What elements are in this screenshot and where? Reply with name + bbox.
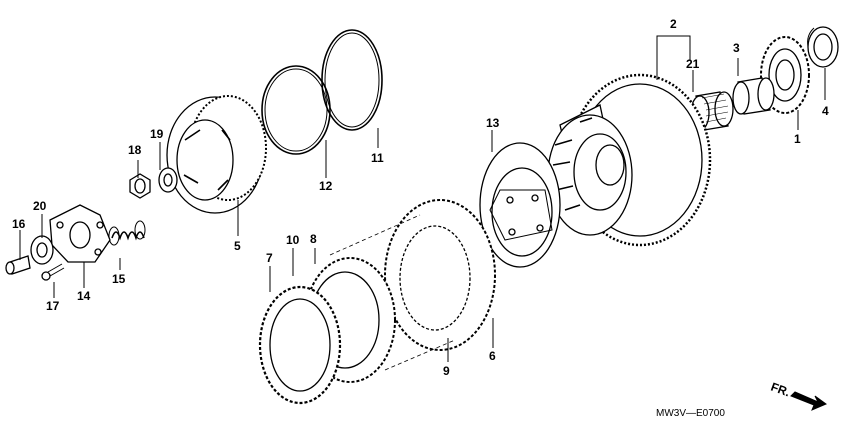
part-19-washer: [158, 167, 178, 193]
part-13-clutch-center: [479, 142, 561, 268]
front-direction-indicator: FR.: [769, 380, 828, 411]
callout-11: 11: [371, 151, 384, 165]
part-14-lifter-plate: [49, 204, 111, 263]
part-17-screw: [41, 263, 65, 281]
front-arrow-icon: [790, 391, 828, 411]
part-5-pressure-plate: [166, 95, 267, 214]
part-11-ring: [321, 29, 383, 131]
callout-14: 14: [77, 289, 91, 303]
part-4-collar: [807, 26, 839, 68]
callout-20: 20: [33, 199, 47, 213]
part-20-bearing: [30, 235, 54, 265]
callout-13: 13: [486, 116, 500, 130]
callout-15: 15: [112, 272, 126, 286]
callout-18: 18: [128, 143, 142, 157]
callout-17: 17: [46, 299, 60, 313]
callout-12: 12: [319, 179, 333, 193]
plate-stack: [258, 199, 496, 405]
callout-6: 6: [489, 349, 496, 363]
direction-label: FR.: [769, 380, 792, 400]
callout-3: 3: [733, 41, 740, 55]
callout-labels: 2 3 21 1 4 13 11 12 5 19 18 20 16 15 14 …: [12, 17, 829, 378]
part-12-ring: [261, 65, 331, 155]
callout-19: 19: [150, 127, 164, 141]
callout-21: 21: [686, 57, 700, 71]
callout-4: 4: [822, 104, 829, 118]
callout-1: 1: [794, 132, 801, 146]
callout-7: 7: [266, 251, 273, 265]
callout-10: 10: [286, 233, 300, 247]
callout-2: 2: [670, 17, 677, 31]
part-2-clutch-outer: [547, 73, 712, 247]
part-3-bushing: [732, 77, 775, 115]
callout-8: 8: [310, 232, 317, 246]
callout-16: 16: [12, 217, 26, 231]
part-18-nut: [129, 173, 151, 199]
part-15-spring: [108, 220, 146, 246]
callout-leaders: [19, 35, 826, 362]
callout-5: 5: [234, 239, 241, 253]
part-16-bolt: [5, 255, 31, 275]
callout-9: 9: [443, 364, 450, 378]
diagram-code: MW3V—E0700: [656, 408, 725, 419]
